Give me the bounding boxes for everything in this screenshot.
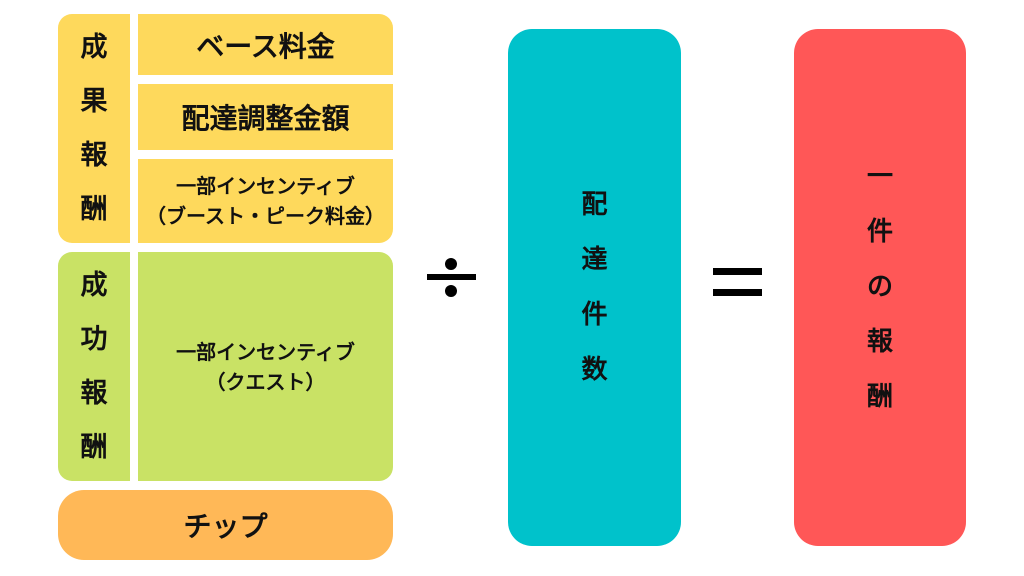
delivery-adjustment-box: 配達調整金額 (138, 84, 393, 150)
label-char: 報 (866, 327, 893, 357)
success-reward-label: 成 功 報 酬 (58, 252, 130, 481)
quest-incentive-sub-label: （クエスト） (205, 369, 326, 394)
incentive-sub-label: （ブースト・ピーク料金） (146, 204, 385, 228)
label-char: 件 (581, 299, 608, 330)
quest-incentive-label: 一部インセンティブ (176, 339, 355, 364)
tip-box: チップ (58, 490, 393, 560)
divide-icon (427, 258, 476, 298)
base-fee-label: ベース料金 (196, 29, 335, 63)
label-char: の (866, 272, 893, 302)
quest-incentive-box: 一部インセンティブ （クエスト） (138, 252, 393, 481)
label-char: 報 (80, 139, 108, 171)
label-char: 成 (80, 269, 108, 301)
label-char: 件 (866, 217, 893, 247)
label-char: 酬 (80, 193, 108, 225)
incentive-label: 一部インセンティブ (176, 174, 355, 198)
label-char: 一 (866, 162, 893, 192)
label-char: 果 (80, 85, 108, 117)
base-fee-box: ベース料金 (138, 14, 393, 75)
delivery-count-box: 配 達 件 数 (508, 29, 681, 546)
label-char: 成 (80, 31, 108, 63)
label-char: 配 (581, 189, 608, 220)
equals-icon (713, 268, 762, 297)
label-char: 達 (581, 244, 608, 275)
label-char: 酬 (866, 382, 893, 412)
tip-label: チップ (183, 510, 268, 543)
label-char: 功 (80, 323, 108, 355)
label-char: 数 (581, 354, 608, 385)
delivery-adjustment-label: 配達調整金額 (181, 102, 350, 135)
performance-reward-label: 成 果 報 酬 (58, 14, 130, 243)
reward-per-delivery-box: 一 件 の 報 酬 (794, 29, 966, 546)
label-char: 酬 (80, 431, 108, 463)
boost-peak-incentive-box: 一部インセンティブ （ブースト・ピーク料金） (138, 159, 393, 243)
label-char: 報 (80, 377, 108, 409)
